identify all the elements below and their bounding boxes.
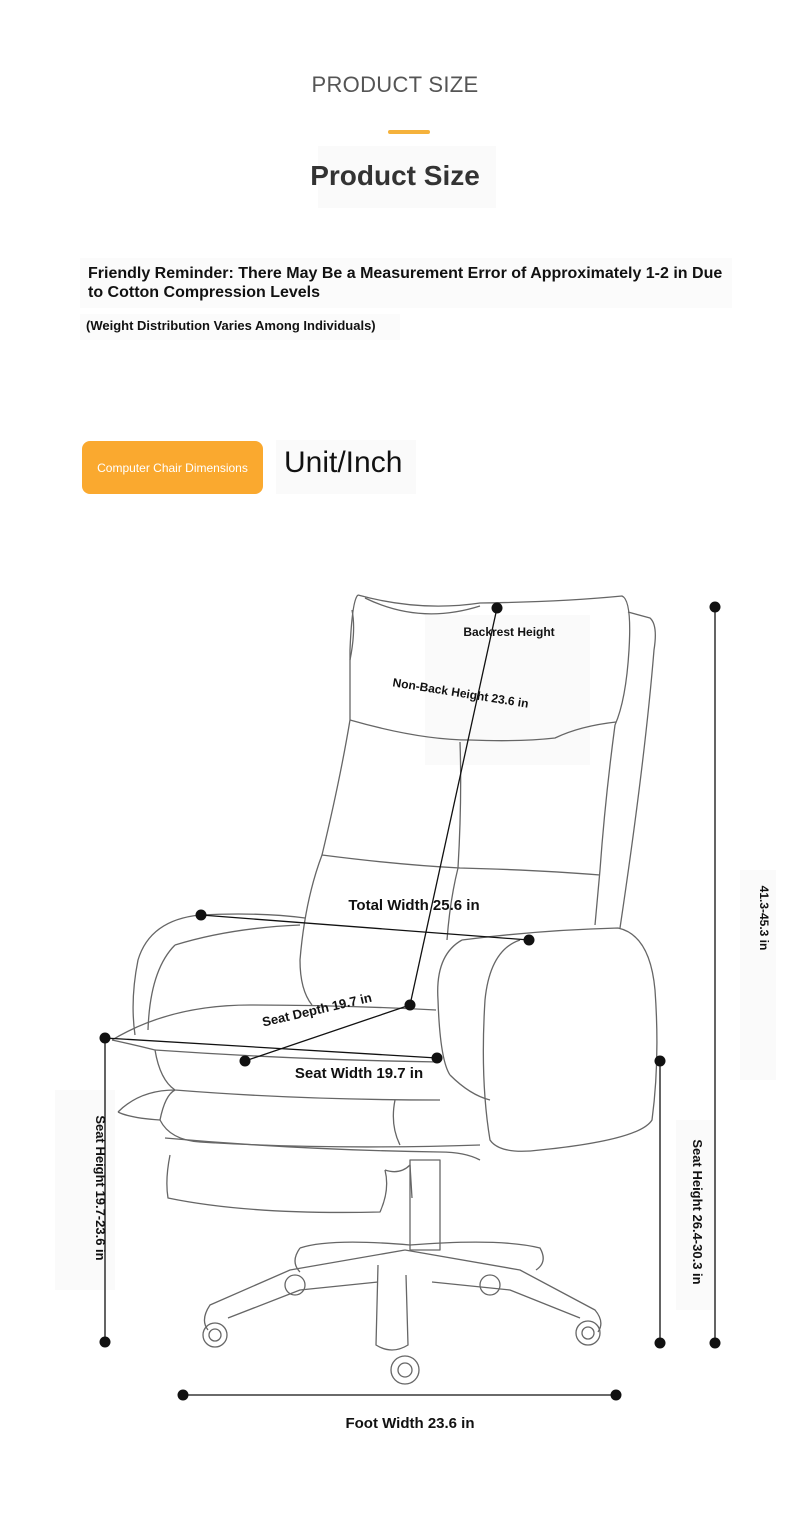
seat-height-left-label: Seat Height 19.7-23.6 in — [93, 1115, 108, 1260]
seat-height-right-label: Seat Height 26.4-30.3 in — [690, 1139, 705, 1284]
seat-width-label: Seat Width 19.7 in — [295, 1065, 423, 1082]
overall-height-label: 41.3-45.3 in — [757, 886, 771, 951]
weight-note: (Weight Distribution Varies Among Indivi… — [86, 318, 376, 333]
measurement-lines — [104, 607, 716, 1396]
unit-background — [276, 440, 416, 494]
dimensions-badge-label: Computer Chair Dimensions — [97, 460, 248, 475]
page-title: Product Size — [310, 160, 480, 191]
total-width-label: Total Width 25.6 in — [348, 897, 479, 914]
measurement-reminder: Friendly Reminder: There May Be a Measur… — [88, 265, 723, 301]
foot-width-label: Foot Width 23.6 in — [345, 1415, 474, 1432]
accent-divider — [388, 130, 430, 134]
reminder-background — [80, 258, 732, 308]
measurement-points — [99, 601, 721, 1401]
section-eyebrow: PRODUCT SIZE — [311, 72, 479, 97]
chair-dimension-diagram: Backrest Height Non-Back Height 23.6 in … — [55, 594, 776, 1432]
dimensions-badge: Computer Chair Dimensions — [82, 441, 263, 494]
title-background — [318, 146, 496, 208]
unit-label: Unit/Inch — [284, 446, 403, 479]
weight-note-background — [80, 314, 400, 340]
backrest-height-label: Backrest Height — [463, 625, 554, 639]
